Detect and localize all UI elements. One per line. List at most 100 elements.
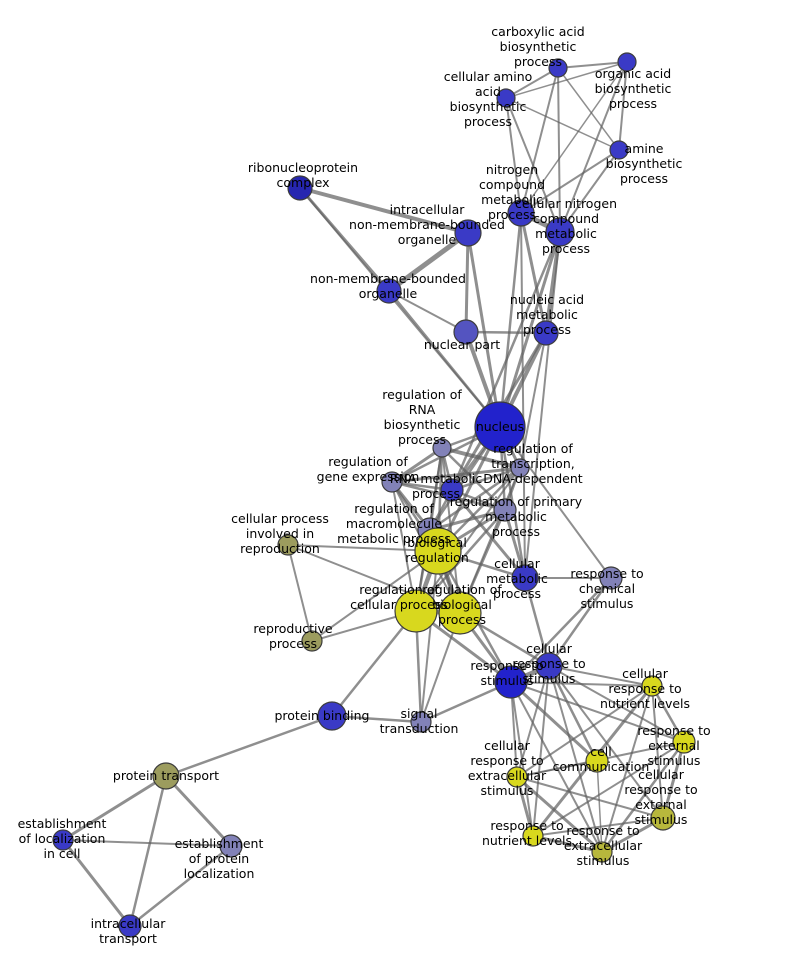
edge-n19-n36[interactable] xyxy=(420,550,439,723)
edge-n5-n10[interactable] xyxy=(519,211,548,335)
edge-n27-n33[interactable] xyxy=(510,681,534,837)
edge-n18-n21[interactable] xyxy=(414,508,507,613)
edge-n2-n3[interactable] xyxy=(505,61,628,99)
edge-n6-n20[interactable] xyxy=(524,231,561,579)
edge-n1-n2[interactable] xyxy=(557,61,628,69)
node-non-membrane-bounded-organelle[interactable] xyxy=(376,278,402,304)
edge-n19-n24[interactable] xyxy=(311,550,439,642)
edge-n5-n20[interactable] xyxy=(520,212,526,579)
edge-n29-n34[interactable] xyxy=(600,740,686,854)
edge-n1-n4[interactable] xyxy=(557,67,620,151)
edge-n7-n8[interactable] xyxy=(298,186,470,235)
edge-n9-n12[interactable] xyxy=(387,289,502,429)
edge-n15-n21[interactable] xyxy=(391,481,417,612)
edge-n14-n15[interactable] xyxy=(390,466,522,484)
node-protein-binding[interactable] xyxy=(317,701,347,731)
edge-n4-n6[interactable] xyxy=(559,149,620,233)
edge-n31-n34[interactable] xyxy=(596,760,603,853)
edge-n16-n20[interactable] xyxy=(450,488,527,580)
node-regulation-of-biological-process[interactable] xyxy=(438,591,482,635)
edge-n21-n35[interactable] xyxy=(330,609,418,718)
node-cell-communication[interactable] xyxy=(585,749,609,773)
edge-n17-n18[interactable] xyxy=(428,508,507,532)
node-establishment-of-localization-in-cell[interactable] xyxy=(52,829,74,851)
edge-n14-n16[interactable] xyxy=(450,466,522,492)
edge-n8-n12[interactable] xyxy=(466,231,502,429)
edge-n2-n6[interactable] xyxy=(559,61,628,233)
node-response-to-nutrient-levels[interactable] xyxy=(522,825,544,847)
edge-n27-n31[interactable] xyxy=(509,680,599,763)
node-regulation-of-primary-metabolic-process[interactable] xyxy=(493,498,517,522)
edge-n26-n34[interactable] xyxy=(548,665,603,853)
edge-n26-n28[interactable] xyxy=(548,665,653,687)
node-cellular-response-to-external-stimulus[interactable] xyxy=(650,805,676,831)
edge-n37-n40[interactable] xyxy=(128,774,168,928)
node-response-to-external-stimulus[interactable] xyxy=(672,730,696,754)
node-biological-regulation[interactable] xyxy=(414,527,462,575)
edge-n27-n28[interactable] xyxy=(510,681,653,687)
edge-n3-n4[interactable] xyxy=(505,97,620,151)
node-nucleic-acid-metabolic-process[interactable] xyxy=(533,320,559,346)
edge-n27-n34[interactable] xyxy=(510,681,603,853)
edge-n26-n29[interactable] xyxy=(548,665,685,743)
edge-n38-n39[interactable] xyxy=(62,839,232,847)
node-cellular-metabolic-process[interactable] xyxy=(511,564,539,592)
node-nitrogen-compound-metabolic-process[interactable] xyxy=(507,199,535,227)
edge-n10-n11[interactable] xyxy=(464,330,548,335)
edge-n9-n11[interactable] xyxy=(388,290,467,333)
edge-n39-n40[interactable] xyxy=(128,844,233,928)
edge-n23-n24[interactable] xyxy=(287,544,313,642)
edge-n37-n38[interactable] xyxy=(61,774,168,842)
node-cellular-process-involved-in-reproduction[interactable] xyxy=(277,534,299,556)
node-cellular-response-to-nutrient-levels[interactable] xyxy=(641,675,663,697)
edge-n25-n27[interactable] xyxy=(509,576,613,684)
node-nucleus[interactable] xyxy=(474,401,526,453)
node-cellular-response-to-stimulus[interactable] xyxy=(535,652,563,680)
node-protein-transport[interactable] xyxy=(152,762,180,790)
edge-n13-n18[interactable] xyxy=(440,446,507,512)
node-amine-biosynthetic-process[interactable] xyxy=(609,140,629,160)
edge-n19-n23[interactable] xyxy=(287,544,439,552)
edge-n32-n33[interactable] xyxy=(532,817,664,837)
edge-n1-n5[interactable] xyxy=(520,67,559,214)
edge-n3-n5[interactable] xyxy=(505,97,522,214)
edge-n3-n6[interactable] xyxy=(505,97,561,233)
edge-n8-n9[interactable] xyxy=(386,230,471,294)
edge-n14-n21[interactable] xyxy=(415,467,521,612)
node-regulation-of-cellular-process[interactable] xyxy=(394,589,438,633)
edge-n2-n5[interactable] xyxy=(520,61,628,214)
node-response-to-stimulus[interactable] xyxy=(494,665,528,699)
edge-n13-n14[interactable] xyxy=(440,446,522,470)
node-regulation-of-gene-expression[interactable] xyxy=(381,471,403,493)
node-regulation-of-rna-biosynthetic-process[interactable] xyxy=(432,438,452,458)
edge-n4-n5[interactable] xyxy=(520,149,620,214)
edge-n20-n26[interactable] xyxy=(523,576,551,668)
node-carboxylic-acid-biosynthetic-process[interactable] xyxy=(548,58,568,78)
node-intracellular-non-membrane-bounded-organelle[interactable] xyxy=(454,219,482,247)
edge-n5-n12[interactable] xyxy=(498,211,523,429)
edge-n35-n36[interactable] xyxy=(330,714,423,724)
node-response-to-extracellular-stimulus[interactable] xyxy=(591,841,613,863)
node-cellular-amino-acid-biosynthetic-process[interactable] xyxy=(496,88,516,108)
node-establishment-of-protein-localization[interactable] xyxy=(219,834,243,858)
edge-n8-n11[interactable] xyxy=(464,231,470,334)
edge-n1-n3[interactable] xyxy=(505,67,559,99)
node-response-to-chemical-stimulus[interactable] xyxy=(599,566,623,590)
node-rna-metabolic-process[interactable] xyxy=(440,478,464,502)
edge-n30-n31[interactable] xyxy=(516,760,598,778)
node-regulation-of-transcription-dna-dependent[interactable] xyxy=(510,458,530,478)
node-ribonucleoprotein-complex[interactable] xyxy=(287,175,313,201)
edge-n30-n34[interactable] xyxy=(515,775,604,854)
node-signal-transduction[interactable] xyxy=(410,711,432,733)
edge-n33-n34[interactable] xyxy=(531,834,604,854)
node-cellular-nitrogen-compound-metabolic-process[interactable] xyxy=(545,217,575,247)
edge-n29-n33[interactable] xyxy=(532,741,685,837)
node-cellular-response-to-extracellular-stimulus[interactable] xyxy=(506,766,528,788)
edge-n25-n26[interactable] xyxy=(547,576,613,668)
edge-n28-n32[interactable] xyxy=(651,685,664,819)
edge-n2-n4[interactable] xyxy=(618,61,628,151)
edge-n6-n16[interactable] xyxy=(450,230,562,492)
edge-n35-n37[interactable] xyxy=(164,714,334,778)
edge-n10-n14[interactable] xyxy=(519,332,547,469)
